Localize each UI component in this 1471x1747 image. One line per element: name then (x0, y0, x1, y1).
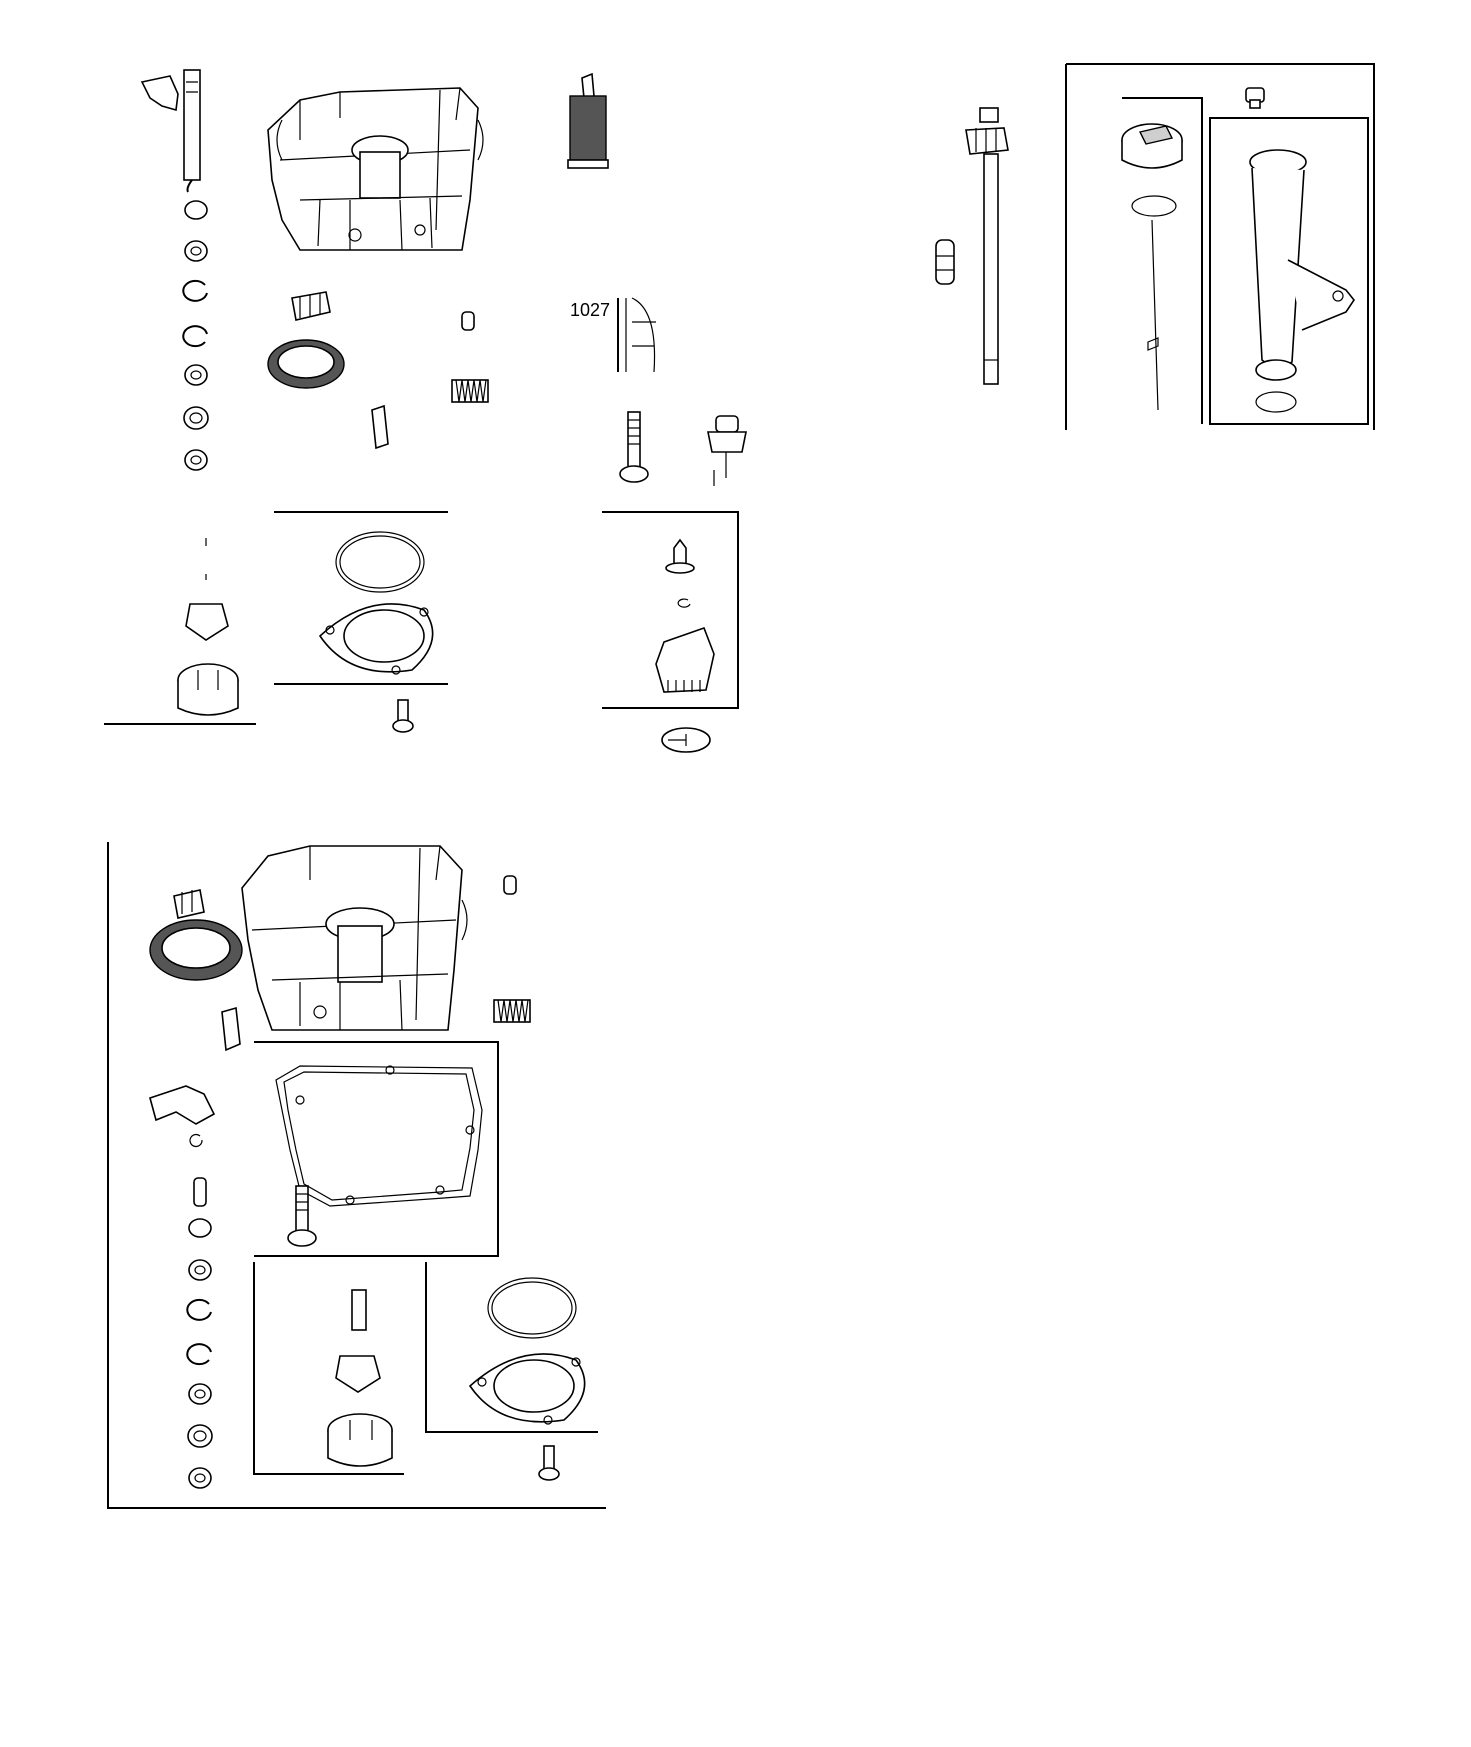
spring-part (451, 379, 489, 403)
dipstick-cap-part (1121, 123, 1183, 411)
governor-gear-box (602, 511, 739, 709)
oil-filter-assembly-part-2 (327, 1289, 393, 1467)
filter-adapter-box (274, 511, 448, 685)
washer-part (661, 727, 711, 753)
crankcase-sump-part (241, 845, 468, 1031)
filter-adapter-part-2 (468, 1277, 586, 1425)
drain-plug-part-2 (173, 889, 205, 919)
pressure-switch-part (707, 415, 747, 486)
oil-filter-assembly-part (177, 538, 239, 716)
spring-part-2 (493, 999, 531, 1023)
clip-part (371, 404, 389, 450)
screw-part-3 (538, 1445, 560, 1481)
bottom-group-frame (107, 842, 606, 1509)
screw-part (392, 699, 414, 733)
small-fitting-part (461, 311, 475, 331)
governor-shaft-part (140, 69, 201, 193)
grommet-part (935, 239, 955, 285)
dipstick-tube-part (965, 107, 1009, 385)
crankcase-cover-part (267, 87, 484, 251)
screw-part-2 (1245, 87, 1265, 109)
part-number-label: 1027 (570, 300, 610, 320)
sealant-tube-part (567, 72, 609, 169)
oil-seal-part (267, 339, 345, 389)
fill-tube-part (1249, 149, 1355, 413)
small-fitting-part-2 (503, 875, 517, 895)
oil-seal-part-2 (149, 919, 243, 981)
washer-stack-part (182, 200, 209, 471)
callout-1027: 1027 (570, 297, 656, 373)
drain-plug-part (291, 291, 331, 321)
washer-stack-part-2 (186, 1218, 213, 1489)
fill-tube-box (1065, 63, 1375, 430)
sump-gasket-part (275, 1065, 483, 1207)
governor-bracket-part (149, 1085, 216, 1207)
clip-part-2 (221, 1006, 241, 1052)
bolt-part (619, 411, 649, 483)
bolt-part-2 (287, 1185, 317, 1247)
